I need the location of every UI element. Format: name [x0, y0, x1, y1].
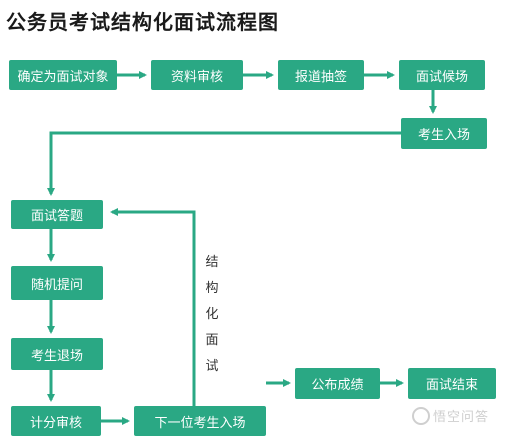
node-confirm-candidate: 确定为面试对象 — [9, 60, 117, 90]
node-interview-ends: 面试结束 — [408, 368, 496, 399]
arrow-next-loop-back — [110, 208, 196, 408]
loop-label-char: 试 — [205, 359, 219, 374]
node-answer-questions: 面试答题 — [11, 200, 103, 229]
node-register-draw-lots: 报道抽签 — [278, 60, 364, 90]
arrow-enter-to-answer — [47, 131, 401, 196]
loop-label-char: 构 — [205, 281, 219, 296]
node-candidate-enters: 考生入场 — [401, 118, 487, 149]
node-score-review: 计分审核 — [11, 406, 101, 436]
loop-label: 结 构 化 面 试 — [204, 250, 220, 380]
loop-label-char: 结 — [205, 255, 219, 270]
node-review-documents: 资料审核 — [151, 60, 243, 90]
node-waiting-room: 面试候场 — [399, 60, 485, 90]
wukong-logo-icon — [412, 406, 430, 425]
watermark: 悟空问答 — [412, 406, 489, 425]
page-title: 公务员考试结构化面试流程图 — [6, 10, 279, 34]
watermark-text: 悟空问答 — [433, 410, 490, 425]
node-announce-scores: 公布成绩 — [295, 368, 380, 399]
node-next-candidate-enters: 下一位考生入场 — [134, 406, 266, 436]
loop-label-char: 面 — [205, 333, 219, 348]
node-follow-up-questions: 随机提问 — [11, 266, 103, 300]
loop-label-char: 化 — [205, 307, 219, 322]
node-candidate-leaves: 考生退场 — [11, 338, 103, 370]
